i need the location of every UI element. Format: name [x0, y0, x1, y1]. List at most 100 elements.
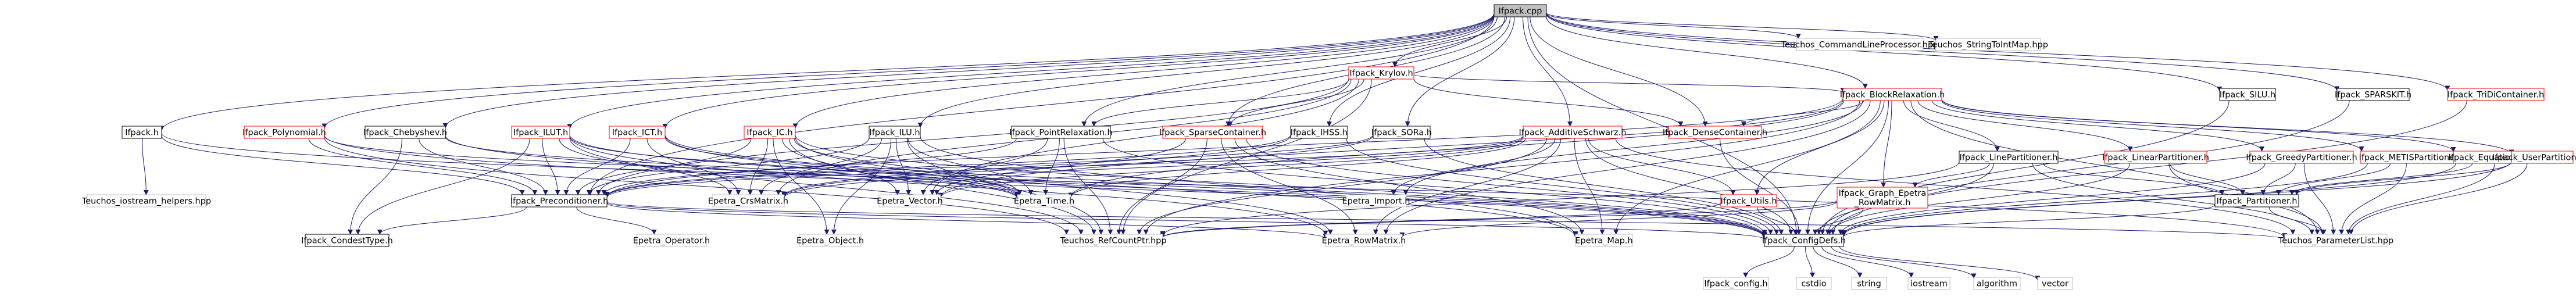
- node-ic[interactable]: Ifpack_IC.h: [744, 126, 796, 139]
- node-poly-box: [244, 126, 325, 139]
- edge-metispart-to-configdefs: [1841, 163, 2368, 236]
- edge-ic-to-object: [773, 138, 830, 235]
- edge-sparsecont-to-map: [1234, 138, 1585, 235]
- node-densecont-label: Ifpack_DenseContainer.h: [1663, 128, 1767, 138]
- edge-ifpack_h-to-paramlist: [161, 133, 2288, 239]
- node-poly-label: Ifpack_Polynomial.h: [242, 128, 326, 138]
- node-sora[interactable]: Ifpack_SORa.h: [1371, 126, 1432, 139]
- node-vector_std-box: [2037, 277, 2073, 290]
- node-cstdio-label: cstdio: [1801, 280, 1826, 289]
- edge-additive-to-import: [1391, 138, 1556, 195]
- node-blockrel[interactable]: Ifpack_BlockRelaxation.h: [1840, 88, 1945, 101]
- node-ifpack_h[interactable]: Ifpack.h: [122, 126, 162, 139]
- edge-krylov-to-blockrel: [1413, 74, 1846, 93]
- node-string: string: [1851, 277, 1887, 290]
- node-condest-box: [305, 234, 390, 247]
- node-utils-label: Ifpack_Utils.h: [1721, 197, 1777, 206]
- node-sparsecont[interactable]: Ifpack_SparseContainer.h: [1159, 126, 1266, 139]
- node-configdefs-box: [1764, 234, 1844, 247]
- edge-precond-to-condest: [377, 206, 527, 235]
- edge-additive-to-paramlist: [1615, 138, 2296, 235]
- node-ilu[interactable]: Ifpack_ILU.h: [869, 126, 921, 139]
- node-ihss[interactable]: Ifpack_IHSS.h: [1290, 126, 1348, 139]
- node-operator: Epetra_Operator.h: [633, 234, 710, 247]
- node-cheby-box: [365, 126, 446, 139]
- node-sparskit[interactable]: Ifpack_SPARSKIT.h: [2335, 88, 2411, 101]
- node-cstdio: cstdio: [1796, 277, 1832, 290]
- edge-partitioner-to-configdefs: [1841, 204, 2216, 238]
- node-metispart[interactable]: Ifpack_METISPartitioner.h: [2359, 151, 2466, 164]
- node-ilut[interactable]: Ifpack_ILUT.h: [511, 126, 570, 139]
- edge-ifpack_h-to-precond: [161, 135, 525, 195]
- node-root-box: [1494, 4, 1547, 17]
- edge-blockrel-to-precond: [604, 98, 1843, 198]
- node-userpart[interactable]: Ifpack_UserPartitioner.h: [2492, 151, 2576, 164]
- node-map: Epetra_Map.h: [1575, 234, 1633, 247]
- node-graph_epetra[interactable]: Ifpack_Graph_Epetra_RowMatrix.h: [1837, 187, 1928, 209]
- edge-root-to-cmdline: [1546, 13, 1801, 39]
- edge-additive-to-map: [1574, 138, 1605, 235]
- edge-partitioner-to-paramlist: [2268, 206, 2327, 235]
- node-silu[interactable]: Ifpack_SILU.h: [2219, 88, 2276, 101]
- node-krylov-label: Ifpack_Krylov.h: [1349, 69, 1413, 78]
- node-algorithm: algorithm: [1973, 277, 2021, 290]
- edge-ilu-to-vector: [895, 138, 912, 195]
- edge-poly-to-rcp: [324, 137, 1069, 235]
- node-additive[interactable]: Ifpack_AdditiveSchwarz.h: [1519, 126, 1627, 139]
- edge-blockrel-to-time: [1068, 100, 1844, 198]
- node-poly[interactable]: Ifpack_Polynomial.h: [242, 126, 326, 139]
- edge-root-to-strtoint: [1546, 12, 1939, 41]
- node-densecont[interactable]: Ifpack_DenseContainer.h: [1663, 126, 1767, 139]
- node-cmdline: Teuchos_CommandLineProcessor.hpp: [1781, 38, 1938, 51]
- edge-root-to-krylov: [1392, 16, 1507, 67]
- node-linearpart[interactable]: Ifpack_LinearPartitioner.h: [2102, 151, 2209, 164]
- node-tridi[interactable]: Ifpack_TriDiContainer.h: [2447, 88, 2545, 101]
- node-linearpart-label: Ifpack_LinearPartitioner.h: [2102, 153, 2209, 163]
- node-condest[interactable]: Ifpack_CondestType.h: [301, 234, 393, 247]
- node-blockrel-box: [1842, 88, 1942, 101]
- node-object-label: Epetra_Object.h: [796, 237, 864, 246]
- edge-precond-to-configdefs: [606, 202, 1767, 240]
- edge-root-to-ic: [792, 15, 1495, 129]
- node-krylov[interactable]: Ifpack_Krylov.h: [1348, 66, 1414, 80]
- node-iostream_helpers-label: Teuchos_iostream_helpers.hpp: [81, 197, 211, 206]
- node-root[interactable]: Ifpack.cpp: [1494, 4, 1547, 17]
- node-configdefs[interactable]: Ifpack_ConfigDefs.h: [1762, 234, 1846, 247]
- edge-configdefs-to-iostream: [1821, 246, 1914, 278]
- edge-ic-to-crsmatrix: [747, 138, 769, 195]
- node-tridi-label: Ifpack_TriDiContainer.h: [2448, 91, 2544, 100]
- edge-pointrel-to-time: [1043, 138, 1060, 195]
- edge-ic-to-time: [794, 138, 1023, 195]
- node-cheby[interactable]: Ifpack_Chebyshev.h: [363, 126, 447, 139]
- node-rowmatrix-box: [1325, 234, 1403, 247]
- edge-blockrel-to-import: [1403, 100, 1863, 195]
- edge-silu-to-configdefs: [1820, 100, 2230, 235]
- node-graph_epetra-label: _RowMatrix.h: [1854, 198, 1911, 208]
- node-vector_std-label: vector: [2042, 280, 2068, 289]
- node-config-label: Ifpack_config.h: [1704, 280, 1767, 289]
- edge-configdefs-to-algorithm: [1831, 246, 1977, 279]
- edge-root-to-densecont: [1530, 16, 1708, 127]
- node-crsmatrix-label: Epetra_CrsMatrix.h: [708, 197, 788, 206]
- edge-poly-to-precond: [308, 138, 538, 195]
- edge-additive-to-rcp: [1137, 138, 1547, 235]
- node-linepart[interactable]: Ifpack_LinePartitioner.h: [1959, 151, 2059, 164]
- node-tridi-box: [2447, 88, 2545, 101]
- node-pointrel[interactable]: Ifpack_PointRelaxation.h: [1009, 126, 1113, 139]
- node-sparsecont-box: [1162, 126, 1263, 139]
- edge-configdefs-to-config: [1743, 246, 1795, 278]
- node-utils[interactable]: Ifpack_Utils.h: [1720, 194, 1777, 208]
- edge-linearpart-to-configdefs: [1827, 163, 2131, 235]
- node-precond[interactable]: Ifpack_Preconditioner.h: [510, 194, 609, 208]
- edge-configdefs-to-string: [1813, 246, 1863, 278]
- edge-ict-to-precond: [563, 138, 631, 195]
- edge-poly-to-time: [324, 135, 1020, 199]
- node-ict[interactable]: Ifpack_ICT.h: [609, 126, 666, 139]
- edge-sora-to-precond: [604, 134, 1374, 198]
- node-linearpart-box: [2104, 151, 2207, 164]
- edge-precond-to-operator: [576, 206, 657, 235]
- edge-blockrel-to-vector: [938, 99, 1843, 198]
- node-partitioner[interactable]: Ifpack_Partitioner.h: [2214, 194, 2299, 208]
- node-greedypart[interactable]: Ifpack_GreedyPartitioner.h: [2246, 151, 2357, 164]
- edge-ilu-to-rcp: [906, 138, 1104, 235]
